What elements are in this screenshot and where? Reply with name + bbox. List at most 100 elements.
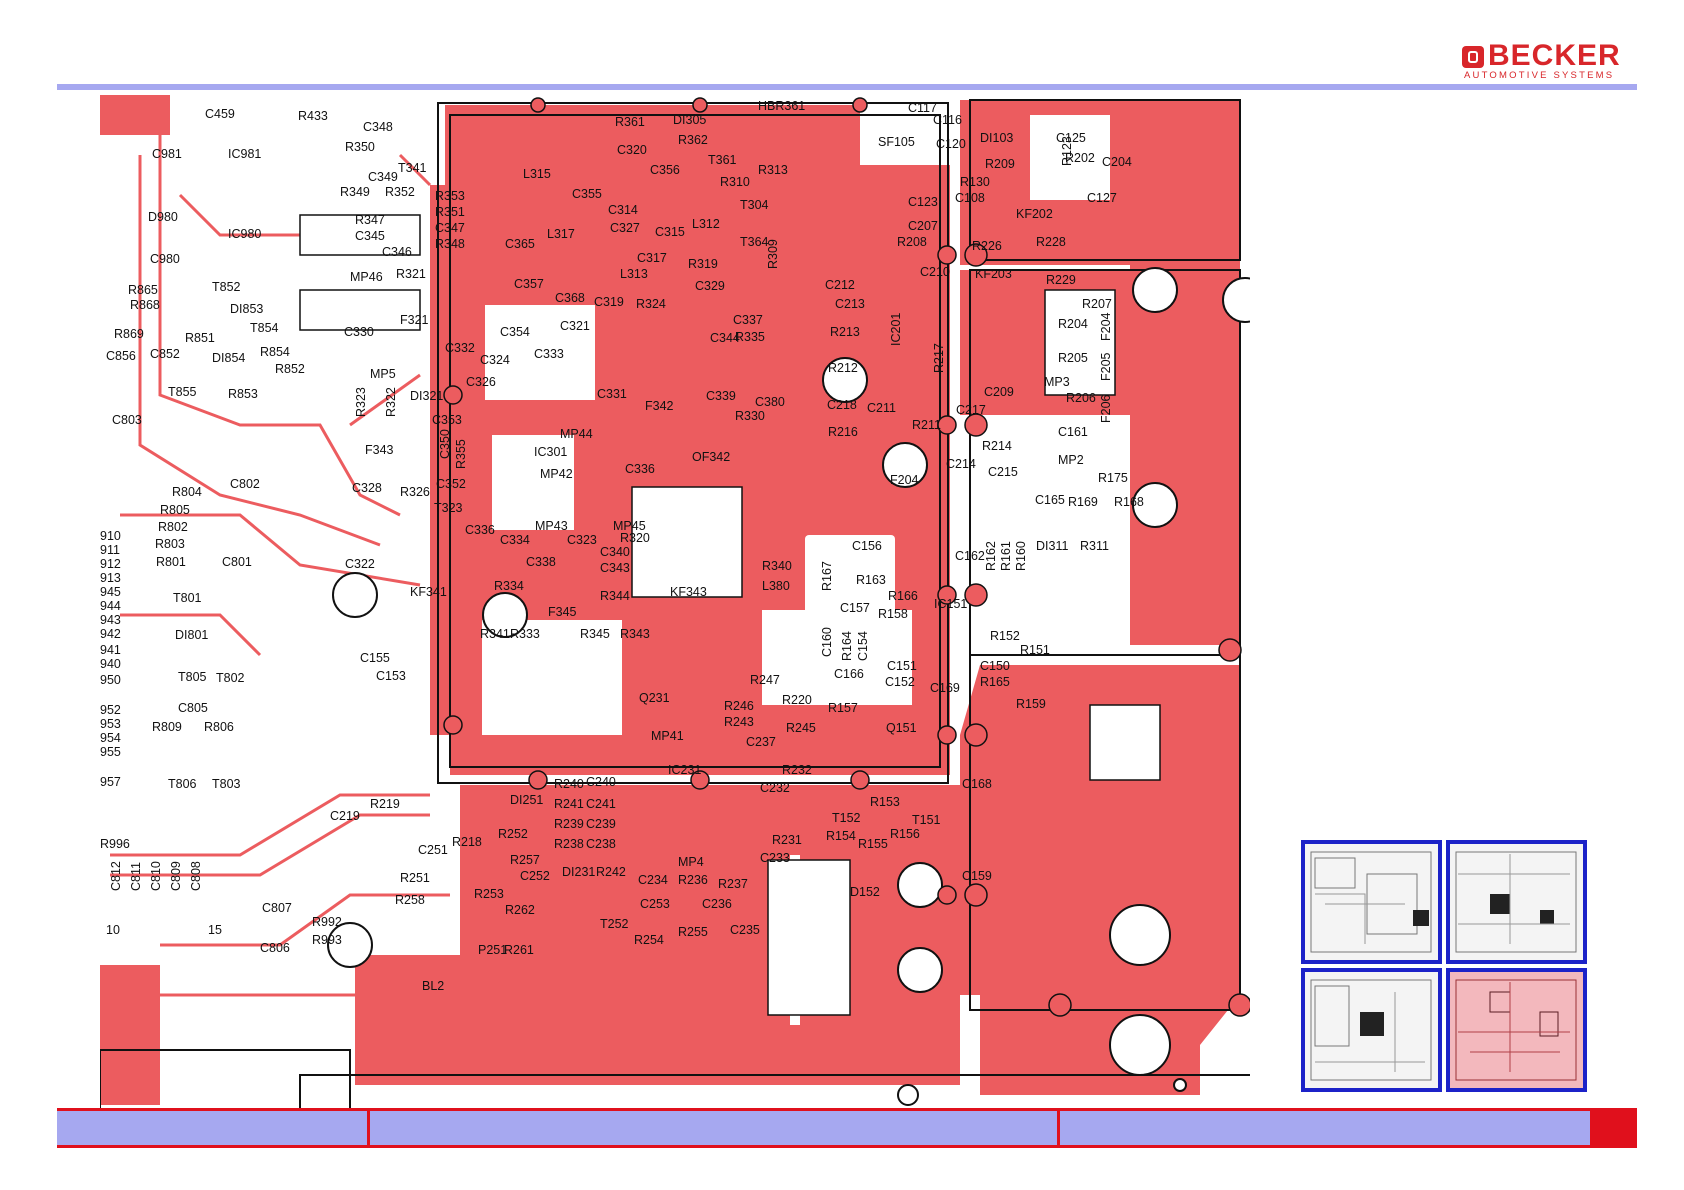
ref-label-n944: 944 [100, 599, 121, 613]
footer-cell-left [57, 1111, 370, 1145]
ref-label-n945: 945 [100, 585, 121, 599]
ref-label-t855: T855 [168, 385, 197, 399]
ref-label-ic981: IC981 [228, 147, 261, 161]
ref-label-c355: C355 [572, 187, 602, 201]
ref-label-c251: C251 [418, 843, 448, 857]
ref-label-mp4: MP4 [678, 855, 704, 869]
ref-label-c116: C116 [933, 113, 962, 127]
ref-label-r311: R311 [1080, 539, 1109, 553]
ref-label-c168: C168 [962, 777, 992, 791]
ref-label-n953: 953 [100, 717, 121, 731]
ref-label-p15: 15 [208, 923, 222, 937]
ref-label-r216: R216 [828, 425, 858, 439]
ref-label-mp44: MP44 [560, 427, 593, 441]
ref-label-r218: R218 [452, 835, 482, 849]
ref-label-r169: R169 [1068, 495, 1098, 509]
ref-label-di103: DI103 [980, 131, 1013, 145]
ref-label-r152: R152 [990, 629, 1020, 643]
ref-label-c165: C165 [1035, 493, 1065, 507]
ref-label-c210: C210 [920, 265, 950, 279]
ref-label-c120: C120 [936, 137, 966, 151]
ref-label-c253: C253 [640, 897, 670, 911]
ref-label-r155: R155 [858, 837, 888, 851]
ref-label-r123: R123 [1060, 136, 1074, 166]
ref-label-r251: R251 [400, 871, 430, 885]
ref-label-r326: R326 [400, 485, 430, 499]
ref-label-r348: R348 [435, 237, 465, 251]
nav-section-top-right[interactable] [1446, 840, 1587, 964]
ref-label-f204b: F204 [890, 473, 919, 487]
becker-logo-icon [1462, 46, 1484, 68]
ref-label-c343: C343 [600, 561, 630, 575]
ref-label-c153: C153 [376, 669, 406, 683]
footer-bar [57, 1108, 1637, 1148]
ref-label-di801: DI801 [175, 628, 208, 642]
ref-label-r319: R319 [688, 257, 718, 271]
ref-label-c160: C160 [820, 627, 834, 657]
ref-label-r217: R217 [932, 343, 946, 373]
ref-label-c162: C162 [955, 549, 985, 563]
ref-label-n913: 913 [100, 571, 121, 585]
ref-label-c812: C812 [109, 861, 123, 891]
ref-label-c159: C159 [962, 869, 992, 883]
ref-label-mp3: MP3 [1044, 375, 1070, 389]
ref-label-c215: C215 [988, 465, 1018, 479]
ref-label-c213: C213 [835, 297, 865, 311]
ref-label-c238: C238 [586, 837, 616, 851]
ref-label-di854: DI854 [212, 351, 245, 365]
ref-label-r803: R803 [155, 537, 185, 551]
ref-label-c234: C234 [638, 873, 668, 887]
ref-label-r805: R805 [160, 503, 190, 517]
nav-section-top-left[interactable] [1301, 840, 1442, 964]
becker-logo: BECKER AUTOMOTIVE SYSTEMS [1462, 40, 1634, 84]
ref-label-c348: C348 [363, 120, 393, 134]
ref-label-r226: R226 [972, 239, 1002, 253]
ref-label-r219: R219 [370, 797, 400, 811]
ref-label-r164: R164 [840, 631, 854, 661]
ref-label-c252: C252 [520, 869, 550, 883]
ref-label-c315: C315 [655, 225, 685, 239]
header-rule [57, 84, 1637, 90]
thumb-bottom-right-preview [1455, 979, 1577, 1081]
ref-label-r865: R865 [128, 283, 158, 297]
ref-label-r433: R433 [298, 109, 328, 123]
thumb-bottom-left-preview [1310, 979, 1432, 1081]
ref-label-c801: C801 [222, 555, 252, 569]
ref-label-c349: C349 [368, 170, 398, 184]
ref-label-r212: R212 [828, 361, 858, 375]
ref-label-r160: R160 [1014, 541, 1028, 571]
ref-label-c356: C356 [650, 163, 680, 177]
ref-label-r353: R353 [435, 189, 465, 203]
ref-label-c209: C209 [984, 385, 1014, 399]
ref-label-c123: C123 [908, 195, 938, 209]
ref-label-r334: R334 [494, 579, 524, 593]
ref-label-bl2: BL2 [422, 979, 444, 993]
ref-label-c333: C333 [534, 347, 564, 361]
ref-label-of342: OF342 [692, 450, 730, 464]
nav-section-bottom-right[interactable] [1446, 968, 1587, 1092]
ref-label-r257: R257 [510, 853, 540, 867]
ref-label-r992: R992 [312, 915, 342, 929]
ref-label-hbr361: HBR361 [758, 99, 805, 113]
ref-label-r853: R853 [228, 387, 258, 401]
nav-section-bottom-left[interactable] [1301, 968, 1442, 1092]
ref-label-r157: R157 [828, 701, 858, 715]
ref-label-r323: R323 [354, 387, 368, 417]
ref-label-c320: C320 [617, 143, 647, 157]
ref-label-c323: C323 [567, 533, 597, 547]
ref-label-r362: R362 [678, 133, 708, 147]
ref-label-kf203: KF203 [975, 267, 1012, 281]
ref-label-c803: C803 [112, 413, 142, 427]
ref-label-c810: C810 [149, 861, 163, 891]
ref-label-r324: R324 [636, 297, 666, 311]
ref-label-p251: P251 [478, 943, 507, 957]
ref-label-r335: R335 [735, 330, 765, 344]
ref-label-r852: R852 [275, 362, 305, 376]
ref-label-r313: R313 [758, 163, 788, 177]
ref-label-kf202: KF202 [1016, 207, 1053, 221]
ref-label-c344: C344 [710, 331, 740, 345]
ref-label-n954: 954 [100, 731, 121, 745]
ref-label-di231: DI231 [562, 865, 595, 879]
ref-label-c161: C161 [1058, 425, 1088, 439]
ref-label-c241: C241 [586, 797, 616, 811]
